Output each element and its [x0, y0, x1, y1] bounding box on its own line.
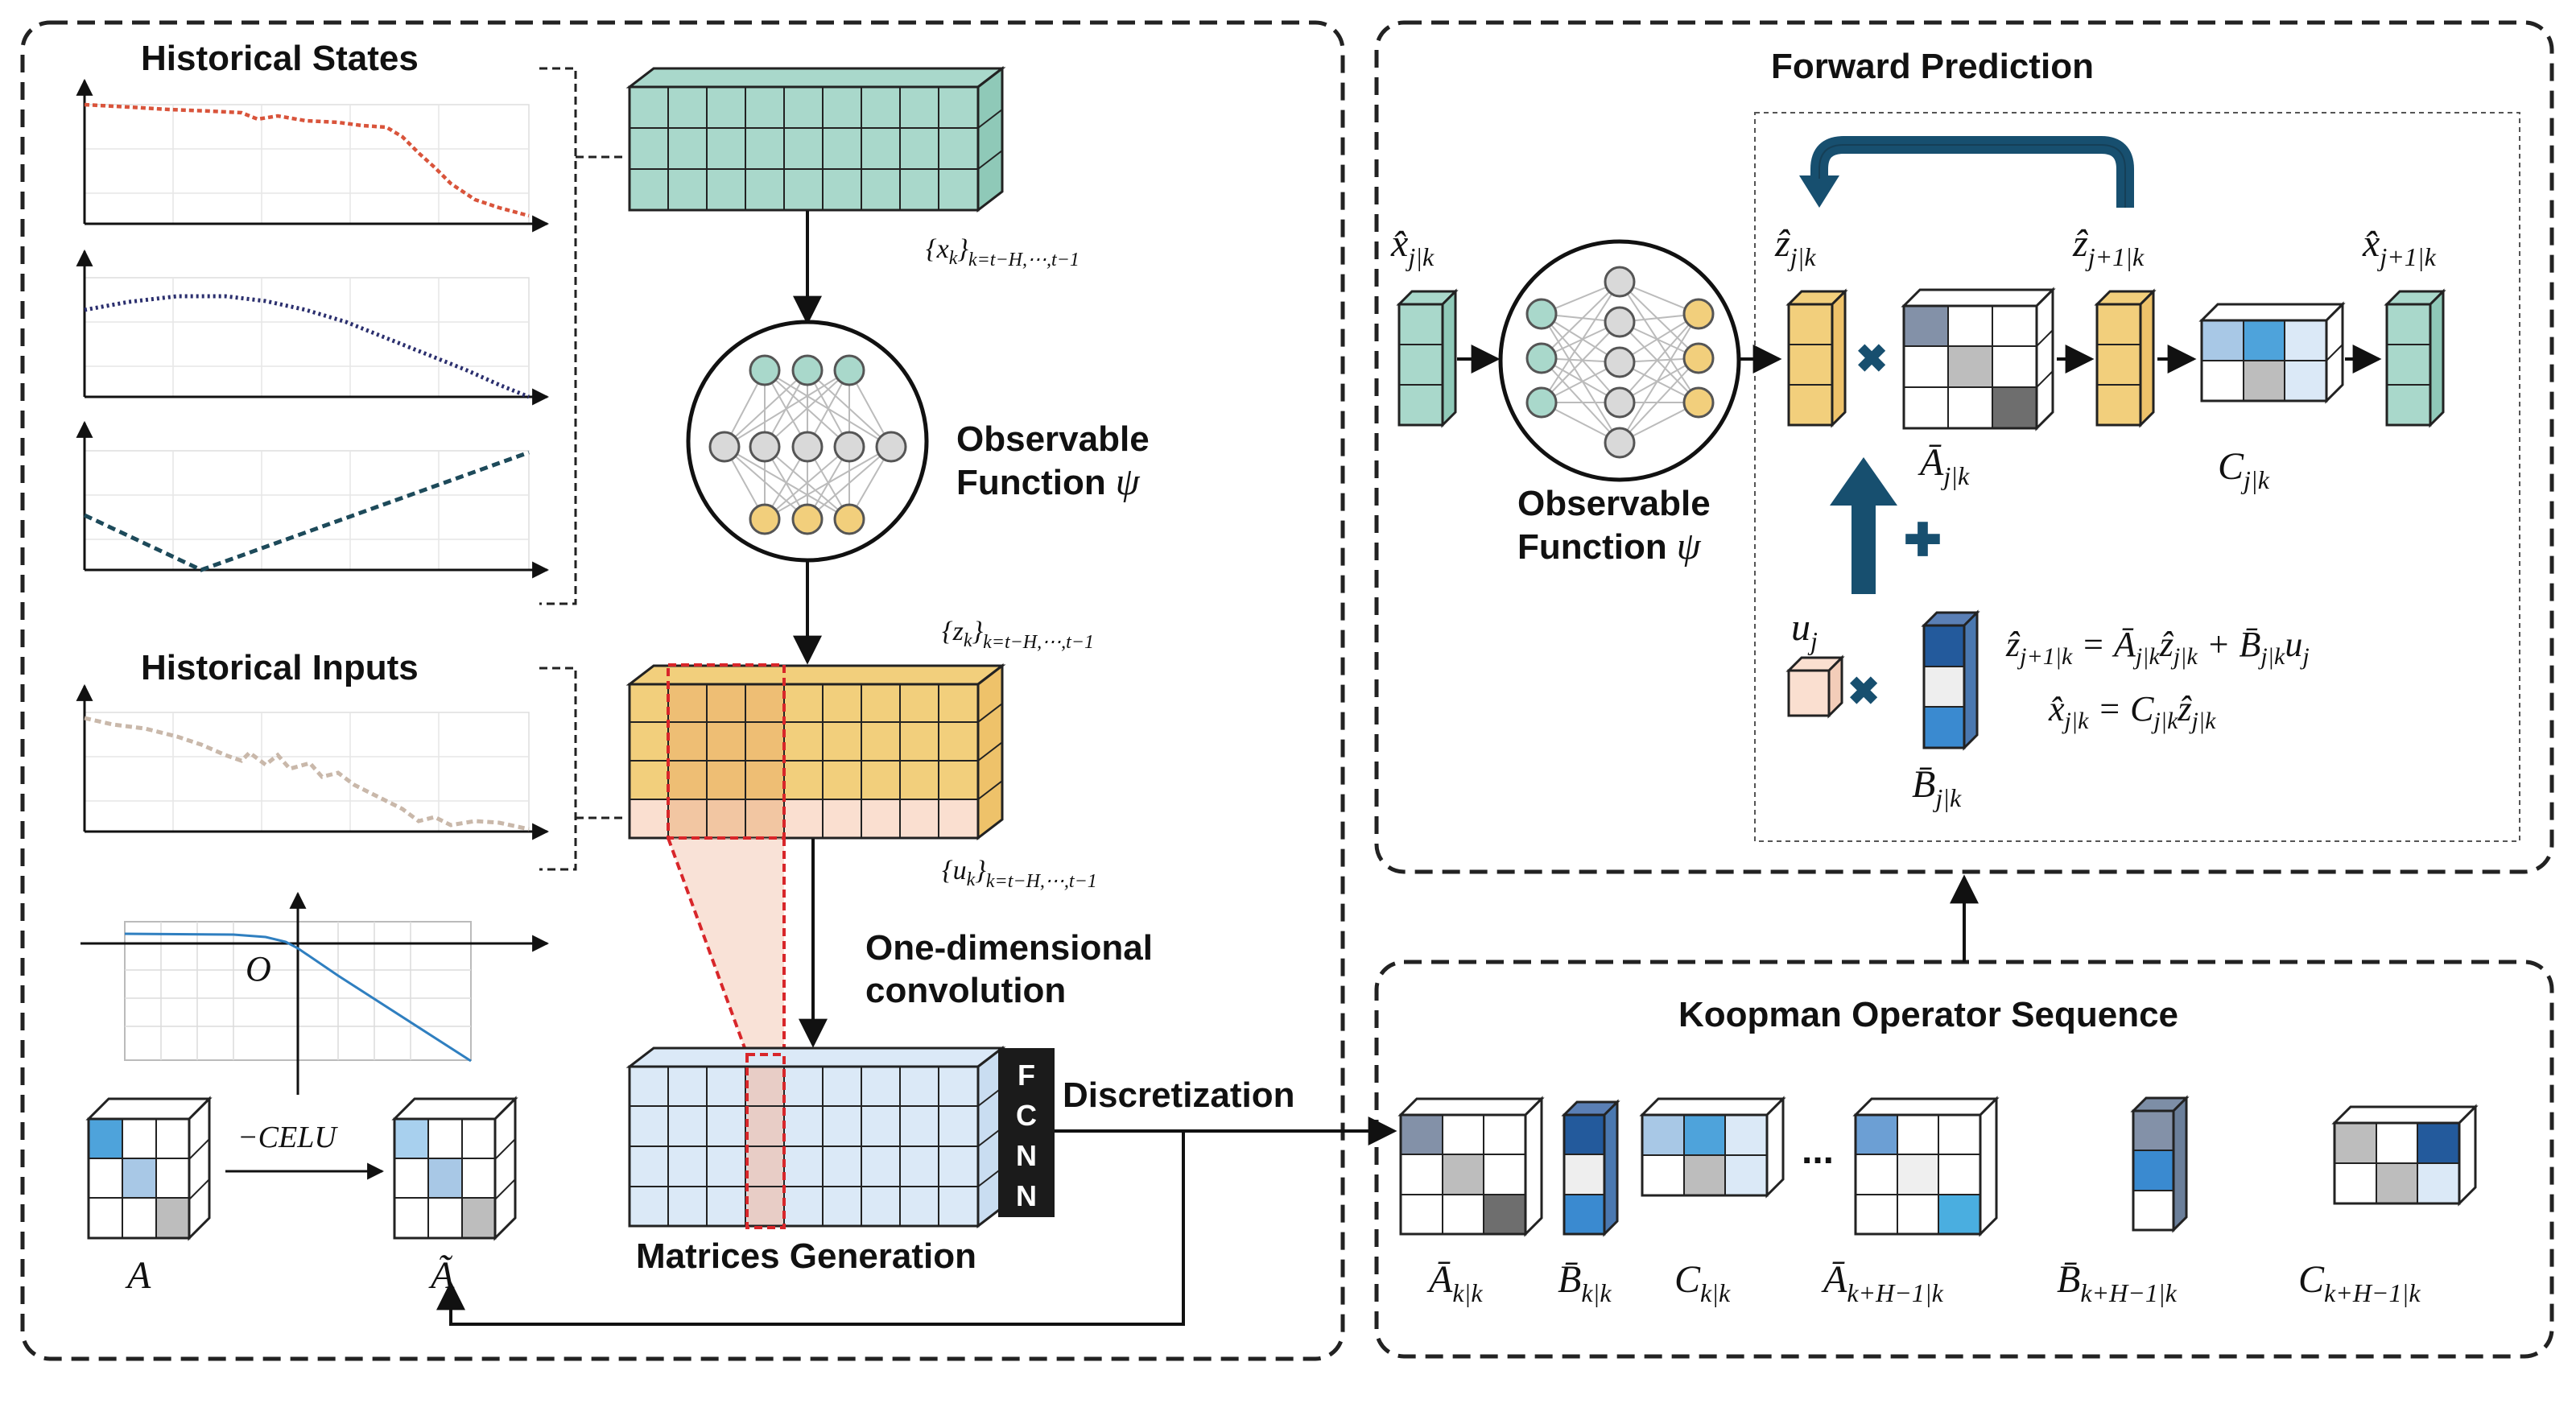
- latent-input-tensor: [625, 663, 1006, 841]
- historical-inputs-title: Historical Inputs: [141, 648, 419, 687]
- celu-plot: O: [80, 891, 550, 1095]
- matrices-generation-tensor: [625, 1045, 1006, 1229]
- z-hat-j1k-label: ẑj+1|k: [2072, 222, 2145, 271]
- seq-C-kH-label: Ck+H−1|k: [2298, 1258, 2421, 1307]
- forward-prediction-title: Forward Prediction: [1771, 47, 2094, 86]
- historical-states-title: Historical States: [141, 39, 419, 78]
- C-jk-label: Cj|k: [2218, 445, 2270, 494]
- seq-A-kk-label: Āk|k: [1426, 1258, 1483, 1307]
- plus-icon: ✚: [1904, 514, 1942, 565]
- fcnn-letter-4: N: [1016, 1179, 1037, 1212]
- a-tilde-feedback-line: [436, 1131, 1185, 1326]
- matrix-A-label: A: [125, 1254, 151, 1297]
- z-hat-jk-label: ẑj|k: [1774, 222, 1816, 271]
- multiply-icon-2: ✖: [1847, 671, 1880, 713]
- equation-output: x̂j|k = Cj|kẑj|k: [2048, 689, 2216, 734]
- observable-function-label-line1: Observable: [956, 419, 1150, 459]
- sequence-ellipsis: ...: [1802, 1129, 1834, 1172]
- feedback-arrow: [1810, 136, 2134, 208]
- observable-network-right: [1498, 239, 1741, 482]
- seq-B-kk-cube: [1561, 1099, 1620, 1237]
- z-hat-vector: [1785, 288, 1848, 428]
- x-hat-vector: [1396, 288, 1459, 428]
- z-hat-next-vector: [2094, 288, 2157, 428]
- origin-label: O: [246, 949, 271, 989]
- forward-prediction-panel: [1374, 20, 2554, 874]
- seq-C-kk-label: Ck|k: [1674, 1258, 1731, 1307]
- state-tensor: [625, 65, 1006, 213]
- seq-B-kk-label: B̄k|k: [1558, 1258, 1612, 1307]
- B-bar-jk-cube: [1921, 609, 1980, 751]
- seq-A-kH-label: Āk+H−1|k: [1821, 1258, 1944, 1307]
- fcnn-letter-3: N: [1016, 1139, 1037, 1172]
- B-bar-jk-label: B̄j|k: [1912, 763, 1962, 812]
- state-plot-1: [76, 78, 550, 233]
- input-up-arrow: [1830, 457, 1897, 594]
- x-hat-next-vector: [2384, 288, 2446, 428]
- inputs-bracket: [539, 667, 577, 871]
- state-plot-3: [76, 420, 550, 579]
- A-bar-jk-label: Āj|k: [1918, 441, 1970, 490]
- u-j-cube: [1785, 654, 1845, 719]
- x-seq-label: {xk}k=t−H,⋯,t−1: [926, 234, 1080, 270]
- x-hat-j1k-label: x̂j+1|k: [2362, 222, 2437, 271]
- equation-state-update: ẑj+1|k = Āj|kẑj|k + B̄j|kuj: [2005, 625, 2310, 670]
- conv-label-line2: convolution: [865, 971, 1066, 1010]
- conv-window: [667, 663, 786, 840]
- u-j-label: uj: [1791, 606, 1818, 655]
- state-plot-2: [76, 249, 550, 406]
- koopman-sequence-title: Koopman Operator Sequence: [1678, 995, 2178, 1034]
- fcnn-letter-2: C: [1016, 1099, 1037, 1132]
- seq-A-kk-cube: [1397, 1096, 1545, 1237]
- discretization-label: Discretization: [1063, 1075, 1295, 1115]
- observable-function-right-line1: Observable: [1517, 484, 1711, 523]
- conv-label-line1: One-dimensional: [865, 928, 1153, 968]
- multiply-icon-1: ✖: [1856, 338, 1888, 381]
- seq-C-kk-cube: [1639, 1096, 1786, 1199]
- states-bracket: [539, 67, 577, 605]
- matrix-A-cube: [85, 1096, 213, 1241]
- seq-A-kH-cube: [1852, 1096, 2000, 1237]
- A-bar-jk-cube: [1901, 287, 2056, 431]
- matrix-A-tilde-cube: [391, 1096, 518, 1241]
- forward-inner-box: [1754, 112, 2520, 842]
- matrices-generation-label: Matrices Generation: [636, 1236, 976, 1276]
- seq-B-kH-cube: [2130, 1095, 2190, 1233]
- z-seq-label: {zk}k=t−H,⋯,t−1: [942, 617, 1094, 653]
- seq-C-kH-cube: [2331, 1104, 2479, 1207]
- fcnn-letter-1: F: [1018, 1059, 1035, 1092]
- seq-B-kH-label: B̄k+H−1|k: [2057, 1258, 2178, 1307]
- observable-network-left: [686, 320, 929, 563]
- C-jk-cube: [2198, 301, 2346, 404]
- u-seq-label: {uk}k=t−H,⋯,t−1: [942, 856, 1097, 892]
- x-hat-jk-label: x̂j|k: [1390, 222, 1435, 271]
- celu-label: −CELU: [237, 1121, 338, 1154]
- fcnn-block: F C N N: [998, 1048, 1055, 1217]
- input-plot: [76, 683, 550, 840]
- left-panel: [20, 20, 1345, 1361]
